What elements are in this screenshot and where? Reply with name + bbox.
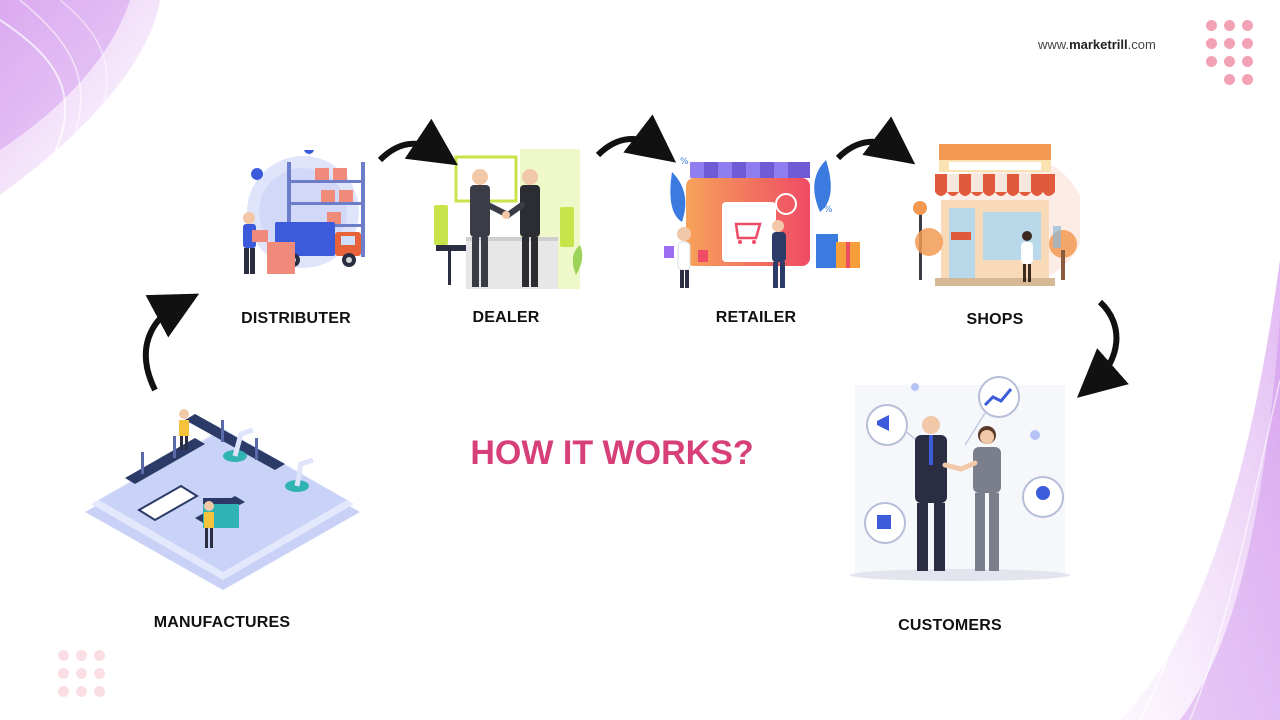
warehouse-truck-icon [243, 150, 365, 274]
arrow-retailer-to-shops [835, 116, 916, 165]
label-dealer: DEALER [472, 309, 540, 326]
shop-front-icon [913, 144, 1080, 286]
label-distributer: DISTRIBUTER [241, 310, 351, 327]
label-customers: CUSTOMERS [898, 617, 1002, 634]
online-store-icon: % % [664, 157, 860, 288]
svg-text:%: % [680, 157, 689, 167]
handshake-icon [434, 149, 583, 289]
page-title: HOW IT WORKS? [470, 434, 754, 472]
arrow-distributer-to-dealer [377, 118, 458, 166]
arrow-shops-to-customers [1076, 299, 1129, 398]
purple-wave-bottom-right-decoration [1099, 260, 1280, 720]
label-manufactures: MANUFACTURES [153, 614, 291, 631]
label-shops: SHOPS [966, 311, 1024, 328]
label-retailer: RETAILER [715, 309, 797, 326]
arrow-dealer-to-retailer [595, 114, 677, 163]
dot-grid-decoration-top-right [1206, 20, 1253, 85]
factory-line-icon [85, 409, 360, 590]
svg-text:%: % [824, 205, 833, 215]
purple-wave-top-left-decoration [0, 0, 160, 195]
dot-grid-decoration-bottom-left [58, 650, 105, 697]
business-people-icon [850, 376, 1070, 581]
arrow-manufactures-to-distributer [143, 293, 200, 392]
website-url[interactable]: www.marketrill.com [1038, 37, 1156, 52]
